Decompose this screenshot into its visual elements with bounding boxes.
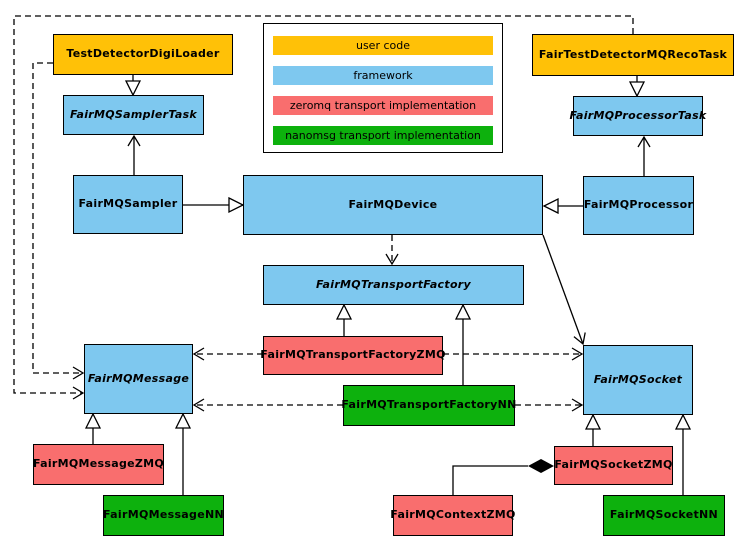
class-box-fairtestdetectormqrecotask: FairTestDetectorMQRecoTask [532,34,734,76]
class-box-fairmqcontextzmq: FairMQContextZMQ [390,495,515,536]
class-box-fairmqmessagenn: FairMQMessageNN [103,495,224,536]
class-box-fairmqtransportfactorynn: FairMQTransportFactoryNN [341,385,516,426]
class-box-fairmqmessagezmq: FairMQMessageZMQ [33,444,164,485]
legend-item-user-code: user code [273,36,493,55]
edge-digiloader-message-dependency [32,62,85,380]
legend: user code framework zeromq transport imp… [263,23,503,153]
class-box-fairmqprocessor: FairMQProcessor [583,176,694,235]
class-box-fairmqprocessortask: FairMQProcessorTask [569,96,706,136]
class-box-fairmqtransportfactory: FairMQTransportFactory [263,265,524,305]
class-box-fairmqmessage: FairMQMessage [84,344,193,414]
class-box-fairmqdevice: FairMQDevice [243,175,543,235]
class-box-fairmqtransportfactoryzmq: FairMQTransportFactoryZMQ [260,336,445,375]
class-box-fairmqsocketnn: FairMQSocketNN [603,495,725,536]
edge-recotask-message-dependency [13,15,634,400]
edge-device-socket-association [542,234,586,346]
class-box-fairmqsamplertask: FairMQSamplerTask [63,95,204,135]
class-box-testdetectordigiloader: TestDetectorDigiLoader [53,34,233,75]
composition-diamond-icon [528,459,554,473]
class-box-fairmqsocketzmq: FairMQSocketZMQ [554,446,673,485]
legend-item-framework: framework [273,66,493,85]
legend-item-nanomsg: nanomsg transport implementation [273,126,493,145]
legend-item-zeromq: zeromq transport implementation [273,96,493,115]
class-box-fairmqsocket: FairMQSocket [583,345,693,415]
class-box-fairmqsampler: FairMQSampler [73,175,183,234]
edge-contextzmq-socketzmq-composition [452,465,528,495]
